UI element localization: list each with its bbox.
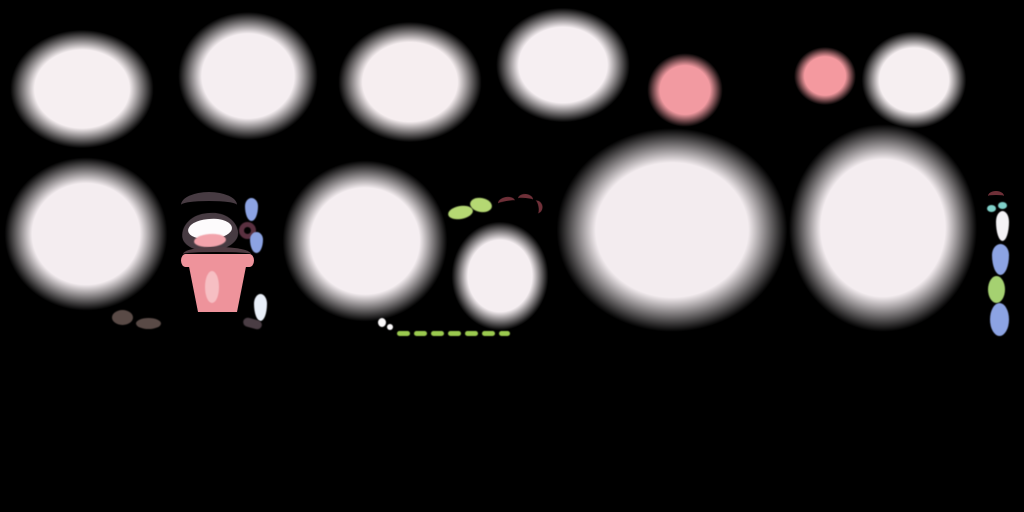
watercolor-puff-top-5: [860, 30, 968, 130]
pink-watercolor-puff-small: [793, 46, 857, 106]
teal-fleck-2: [998, 202, 1007, 209]
stem-dash-2: [414, 331, 427, 336]
watercolor-puff-mid-3: [450, 220, 550, 332]
stem-dash-3: [431, 331, 444, 336]
teal-fleck-1: [987, 205, 996, 212]
watercolor-puff-mid-2: [280, 158, 450, 324]
soil-clump-1: [112, 310, 133, 325]
white-speck-2: [387, 324, 393, 330]
stem-dash-6: [482, 331, 495, 336]
flower-pot-rim: [181, 254, 254, 267]
flower-pot-highlight: [205, 271, 219, 303]
stem-dash-5: [465, 331, 478, 336]
maroon-mark-right: [988, 191, 1004, 201]
watercolor-puff-top-1: [8, 28, 156, 150]
closed-eye-brow-stroke: [181, 192, 237, 218]
white-drop-right: [996, 211, 1009, 241]
white-speck-1: [378, 318, 386, 327]
watercolor-puff-top-2: [176, 10, 320, 142]
watercolor-puff-mid-5: [786, 121, 980, 335]
blue-drop-right: [992, 244, 1009, 275]
maroon-mark-1: [497, 195, 516, 209]
seed-ring: [239, 222, 256, 239]
watercolor-puff-mid-1: [2, 155, 170, 313]
stem-dash-7: [499, 331, 510, 336]
watercolor-puff-top-3: [336, 20, 484, 144]
pot-top-outline-stroke: [183, 247, 251, 261]
stem-dash-4: [448, 331, 461, 336]
maroon-mark-3: [529, 199, 544, 215]
watercolor-puff-top-4: [494, 6, 632, 124]
soil-clump-2: [136, 318, 161, 329]
watercolor-puff-mid-4: [553, 125, 791, 335]
water-drop-small-2: [250, 232, 263, 253]
pink-watercolor-puff-large: [646, 52, 724, 128]
stem-dash-1: [397, 331, 410, 336]
green-bud-right: [988, 276, 1005, 303]
blue-bud-right: [990, 303, 1009, 336]
water-drop-small-1: [245, 198, 258, 221]
pale-water-drop: [254, 294, 267, 321]
